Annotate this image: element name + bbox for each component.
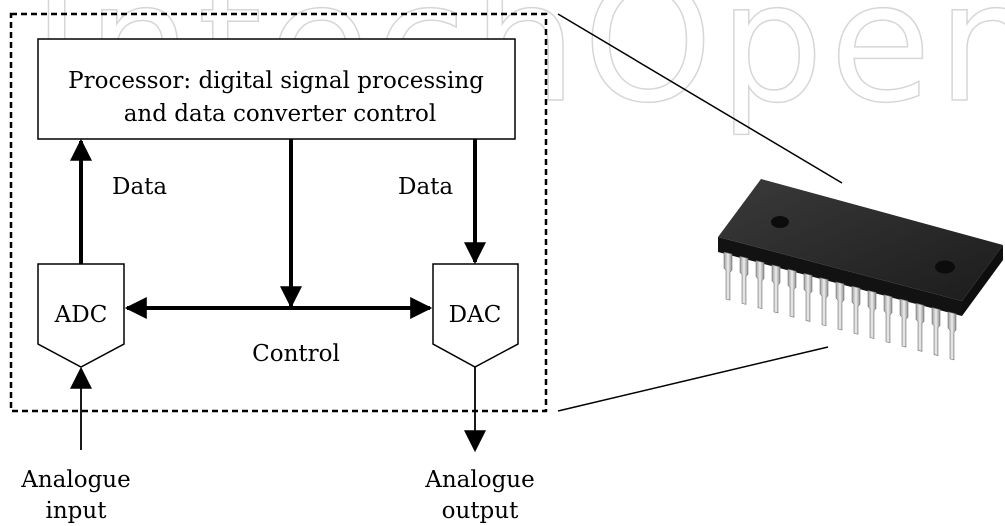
chip-side [718, 237, 962, 316]
chip-dot-1 [771, 216, 789, 228]
chip-dot-2 [935, 260, 955, 274]
chip-pin [723, 251, 733, 301]
chip-pin [899, 298, 909, 348]
analogue-output-label-line1: Analogue [424, 467, 535, 493]
analogue-input-label-line1: Analogue [20, 467, 131, 493]
chip-pin [819, 277, 829, 327]
processor-box [37, 38, 516, 140]
adc-label: ADC [54, 302, 108, 328]
chip-pin [787, 268, 797, 318]
chip-pin [755, 260, 765, 310]
zoom-line-bottom [557, 346, 829, 412]
chip-pins [723, 251, 957, 361]
chip-end [962, 245, 1003, 316]
data-label-right: Data [398, 174, 453, 200]
chip-pin [931, 307, 941, 356]
chip-pin [851, 285, 861, 335]
control-label: Control [252, 341, 340, 367]
dac-block [432, 263, 519, 368]
adc-block [37, 263, 125, 368]
chip-pin [883, 294, 893, 344]
analogue-output-label-line2: output [442, 498, 519, 524]
chip-pin [835, 281, 845, 331]
chip-pin [803, 273, 813, 322]
dac-label: DAC [449, 302, 502, 328]
chip-top [718, 179, 1003, 301]
processor-label-line2: and data converter control [124, 101, 437, 127]
ic-chip-icon [718, 179, 1003, 361]
chip-pin [867, 290, 877, 339]
analogue-input-label-line2: input [46, 498, 108, 524]
chip-pin [739, 256, 749, 305]
data-label-left: Data [112, 174, 167, 200]
zoom-line-top [557, 13, 843, 184]
chip-pin [915, 302, 925, 352]
system-boundary [9, 12, 548, 413]
chip-pin [947, 311, 957, 361]
chip-pin [771, 264, 781, 314]
processor-label-line1: Processor: digital signal processing [68, 68, 484, 94]
